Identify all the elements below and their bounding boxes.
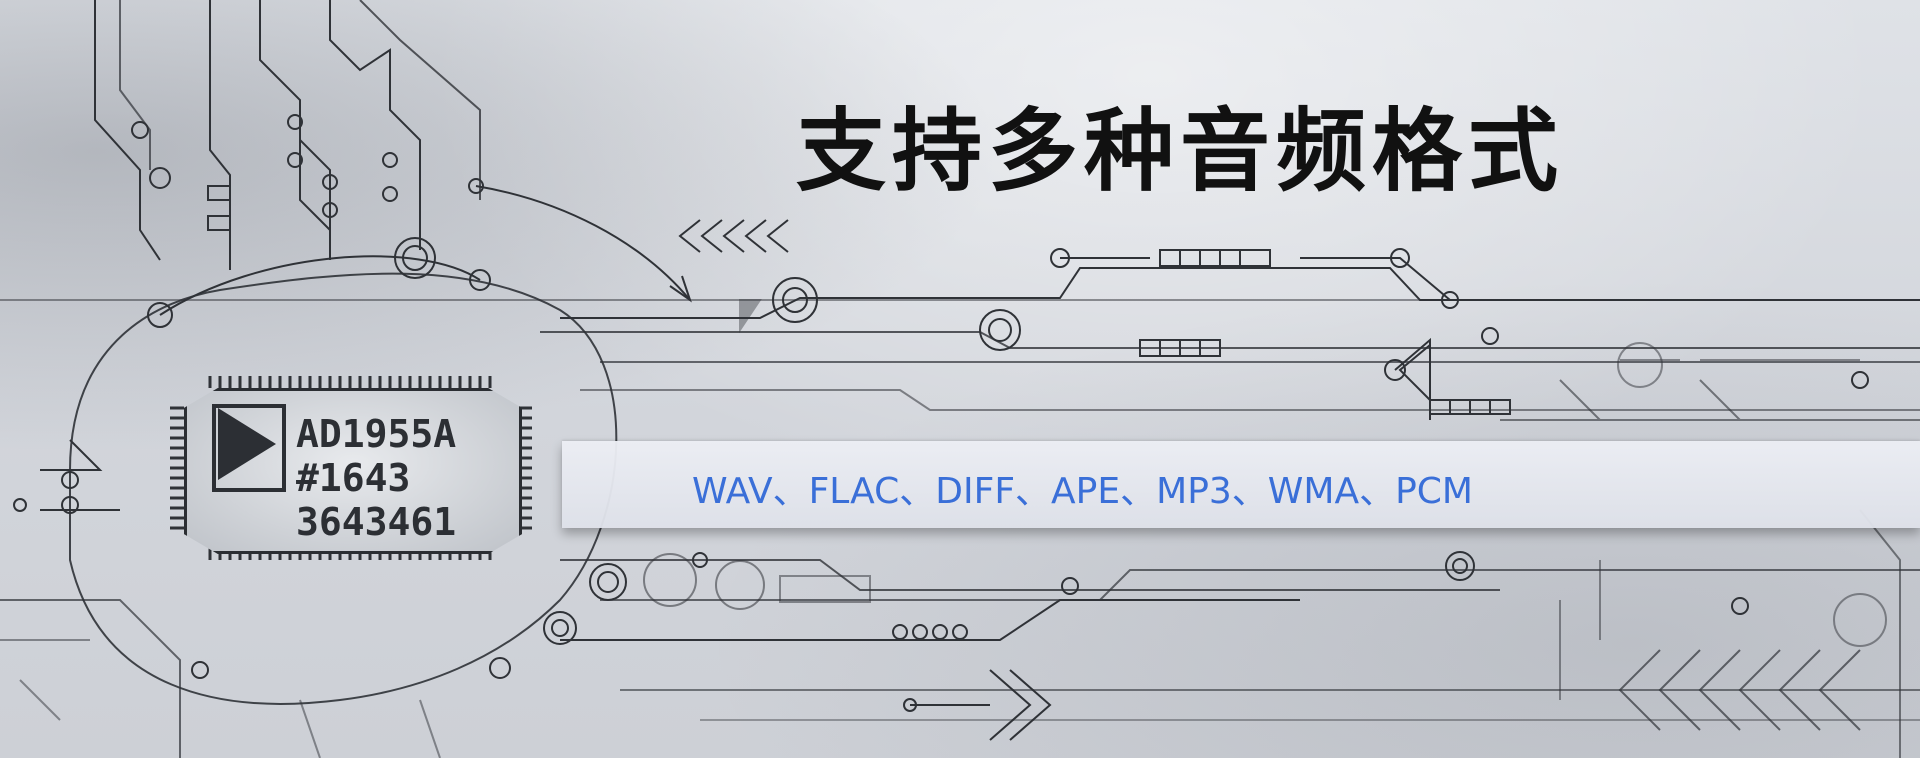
banner-title: 支持多种音频格式 <box>796 99 1564 204</box>
chip-model: AD1955A <box>296 412 457 456</box>
supported-formats-text: WAV、FLAC、DIFF、APE、MP3、WMA、PCM <box>692 471 1473 512</box>
chip-logo-icon <box>212 404 286 492</box>
chip-serial: 3643461 <box>296 500 457 544</box>
audio-chip-image: AD1955A #1643 3643461 <box>160 368 540 568</box>
play-triangle-icon <box>218 408 276 480</box>
formats-band <box>562 441 1920 528</box>
chip-markings: AD1955A #1643 3643461 <box>296 412 456 544</box>
chip-lot: #1643 <box>296 456 411 500</box>
